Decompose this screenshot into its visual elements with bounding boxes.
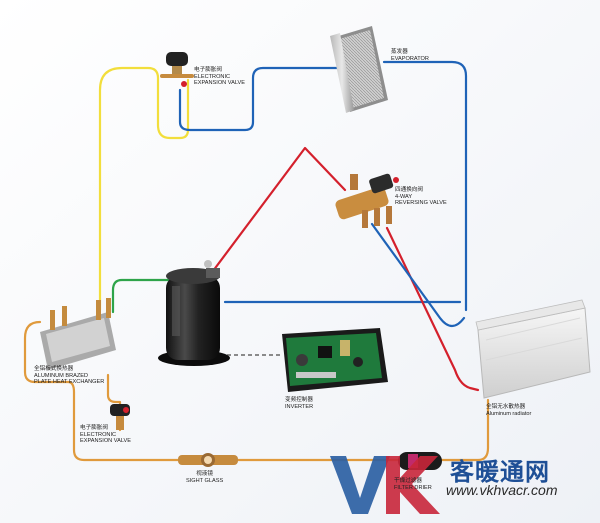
- pipe-blue-4way: [370, 222, 466, 328]
- pipe-orange-left: [23, 320, 182, 462]
- top-expansion-valve: [160, 52, 194, 87]
- sight-glass-label: 视液镜 SIGHT GLASS: [186, 471, 223, 484]
- inverter-label-en: INVERTER: [285, 403, 314, 410]
- eev-top-label-en2: EXPANSION VALVE: [194, 80, 245, 87]
- pipe-blue-top: [178, 66, 342, 132]
- pipe-orange-radiator: [438, 398, 490, 462]
- sight-glass: [178, 453, 238, 467]
- watermark-brand: 客暖通网: [450, 459, 550, 486]
- eev-top-label-cn: 电子膨胀阀: [194, 67, 222, 73]
- evaporator-label-cn: 蒸发器: [391, 49, 408, 55]
- plate-heat-exchanger: [40, 298, 116, 370]
- pipe-orange-bottom-eev: [106, 373, 122, 432]
- eev-bottom-label: 电子膨胀阀 ELECTRONIC EXPANSION VALVE: [80, 425, 131, 445]
- radiator-label-en: Aluminum radiator: [486, 410, 532, 417]
- pipe-blue-right: [382, 60, 468, 312]
- radiator-label: 全铝无水散热器 Aluminum radiator: [486, 404, 531, 417]
- pipe-yellow-top: [98, 66, 190, 312]
- filter-drier-label-cn: 干燥过滤器: [394, 478, 422, 484]
- heat-exchanger-label-en2: PLATE HEAT EXCHANGER: [34, 379, 105, 386]
- sight-glass-label-cn: 视液镜: [196, 471, 213, 477]
- eev-bottom-label-en2: EXPANSION VALVE: [80, 438, 131, 445]
- vk-logo: [330, 456, 440, 514]
- inverter-board: [282, 328, 388, 392]
- inverter-label: 变频控制器 INVERTER: [285, 397, 313, 410]
- heat-exchanger-label-cn: 全铝板式换热器: [34, 366, 74, 372]
- eev-top-label-en1: ELECTRONIC: [194, 73, 231, 80]
- bottom-expansion-valve: [110, 404, 130, 430]
- sight-glass-label-en: SIGHT GLASS: [186, 477, 224, 484]
- reversing-valve-label: 四通换向阀 4-WAY REVERSING VALVE: [395, 187, 447, 207]
- heat-exchanger-label: 全铝板式换热器 ALUMINUM BRAZED PLATE HEAT EXCHA…: [34, 366, 104, 386]
- reversing-valve-label-cn: 四通换向阀: [395, 187, 423, 193]
- eev-bottom-label-cn: 电子膨胀阀: [80, 425, 108, 431]
- filter-drier-label: 干燥过滤器 FILTER DRIER: [394, 478, 432, 491]
- eev-top-label: 电子膨胀阀 ELECTRONIC EXPANSION VALVE: [194, 67, 245, 87]
- pipe-green: [111, 278, 172, 314]
- aluminum-radiator: [475, 299, 591, 399]
- evaporator-unit: [330, 26, 388, 113]
- filter-drier-label-en: FILTER DRIER: [394, 484, 432, 491]
- radiator-label-cn: 全铝无水散热器: [486, 404, 526, 410]
- reversing-valve-label-en1: 4-WAY: [395, 193, 413, 200]
- eev-bottom-label-en1: ELECTRONIC: [80, 431, 117, 438]
- inverter-label-cn: 变频控制器: [285, 397, 313, 403]
- compressor: [158, 260, 230, 366]
- reversing-valve: [335, 173, 399, 228]
- watermark-url: www.vkhvacr.com: [446, 482, 558, 498]
- reversing-valve-label-en2: REVERSING VALVE: [395, 200, 447, 207]
- heat-exchanger-label-en1: ALUMINUM BRAZED: [34, 372, 89, 379]
- evaporator-label: 蒸发器 EVAPORATOR: [391, 49, 429, 62]
- pipe-red-radiator: [385, 226, 480, 392]
- evaporator-label-en: EVAPORATOR: [391, 55, 429, 62]
- pipe-red-discharge: [208, 146, 347, 277]
